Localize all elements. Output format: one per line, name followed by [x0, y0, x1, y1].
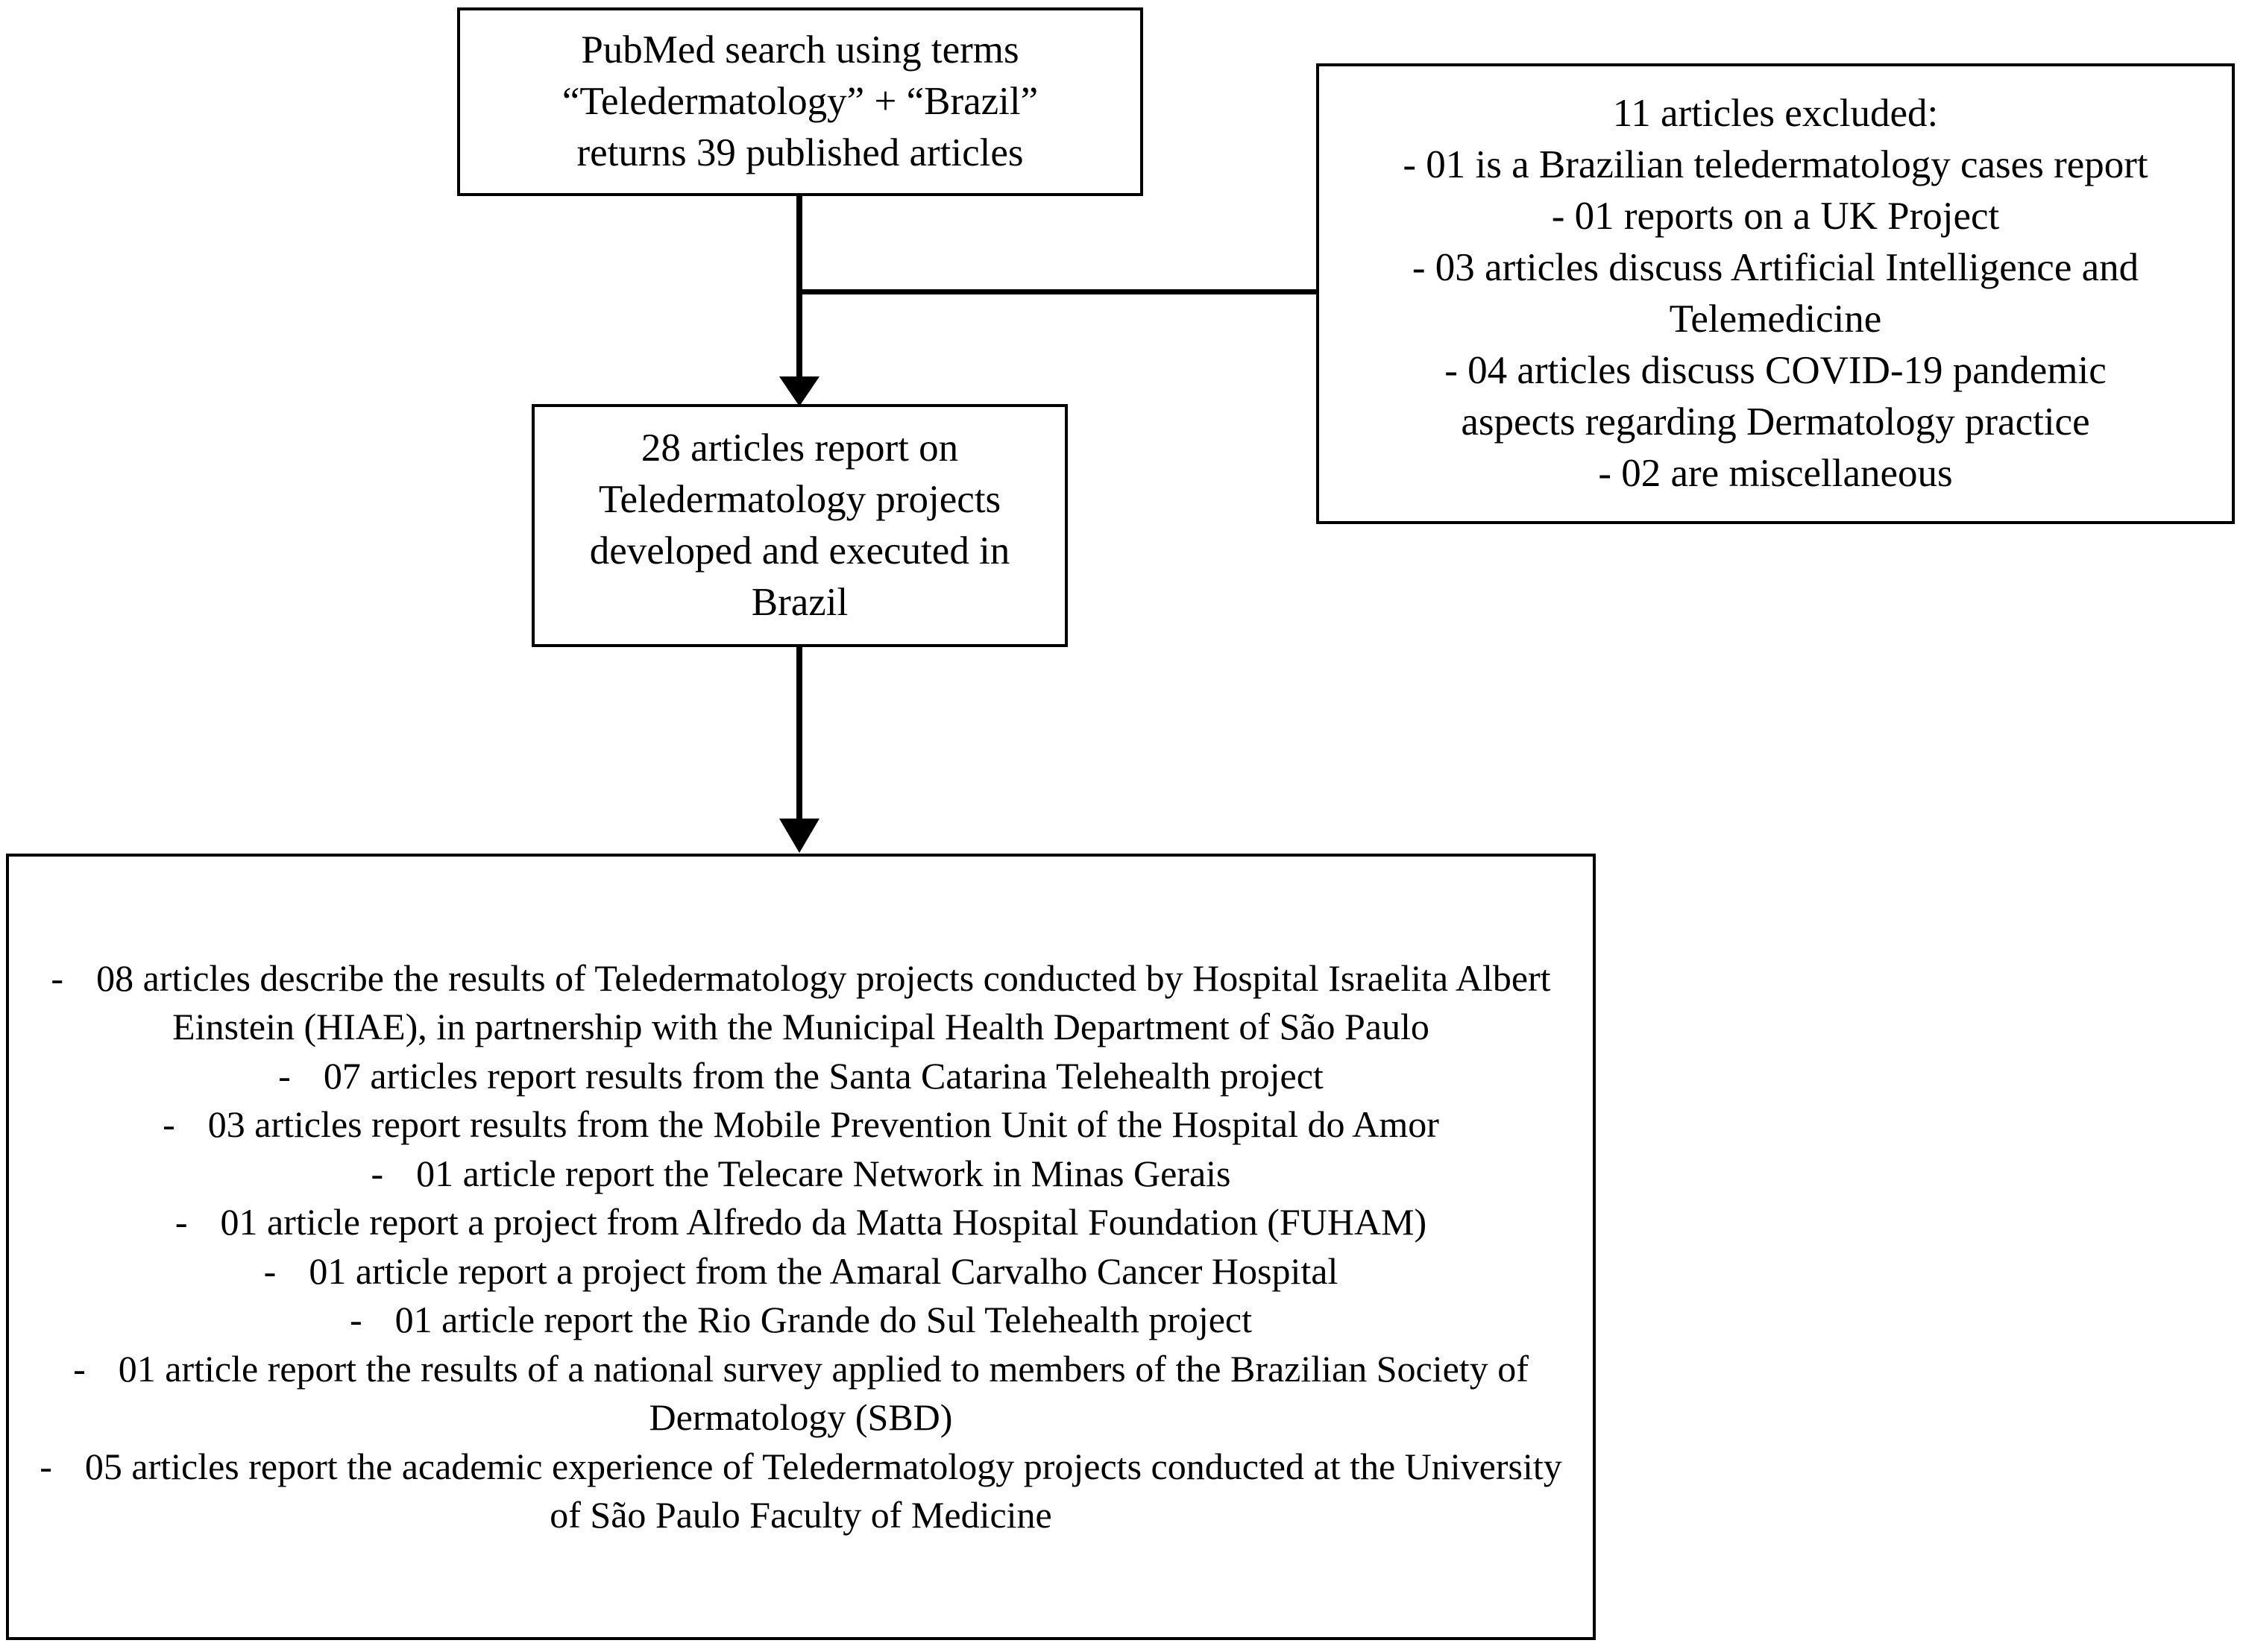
breakdown-item: -05 articles report the academic experie…	[27, 1443, 1575, 1540]
breakdown-item-label: 08 articles describe the results of Tele…	[96, 956, 1561, 1048]
breakdown-item: -01 article report a project from the Am…	[27, 1247, 1575, 1296]
included-line-4: Brazil	[751, 580, 849, 624]
bullet-marker-icon: -	[278, 1054, 291, 1097]
breakdown-item: -01 article report the results of a nati…	[27, 1345, 1575, 1443]
breakdown-item-label: 05 articles report the academic experien…	[84, 1445, 1572, 1536]
arrowhead-to-breakdown-box	[779, 819, 820, 853]
bullet-marker-icon: -	[371, 1152, 384, 1194]
breakdown-item-label: 07 articles report results from the Sant…	[323, 1054, 1324, 1097]
breakdown-list: -08 articles describe the results of Tel…	[27, 954, 1575, 1540]
bullet-marker-icon: -	[349, 1299, 362, 1340]
breakdown-item-label: 01 article report a project from the Ama…	[309, 1249, 1338, 1292]
breakdown-item-label: 01 article report the results of a natio…	[118, 1347, 1538, 1439]
excluded-heading: 11 articles excluded:	[1612, 92, 1939, 136]
excluded-line-2: - 01 reports on a UK Project	[1551, 195, 2000, 239]
arrowhead-to-included-box	[779, 376, 820, 406]
breakdown-item-label: 01 article report the Rio Grande do Sul …	[394, 1299, 1253, 1340]
breakdown-item: -07 articles report results from the San…	[27, 1052, 1575, 1101]
bullet-marker-icon: -	[174, 1201, 188, 1243]
breakdown-item-label: 01 article report the Telecare Network i…	[416, 1152, 1231, 1194]
pubmed-search-box: PubMed search using terms “Teledermatolo…	[457, 7, 1143, 196]
bullet-marker-icon: -	[73, 1347, 86, 1390]
included-line-3: developed and executed in	[589, 529, 1010, 573]
pubmed-search-line-1: PubMed search using terms	[581, 28, 1019, 72]
bullet-marker-icon: -	[263, 1249, 277, 1292]
connector-vertical-included-to-breakdown	[796, 647, 802, 822]
breakdown-item: -01 article report the Rio Grande do Sul…	[27, 1296, 1575, 1345]
bullet-marker-icon: -	[163, 1103, 175, 1145]
breakdown-item: -03 articles report results from the Mob…	[27, 1100, 1575, 1150]
breakdown-item: -01 article report a project from Alfred…	[27, 1198, 1575, 1247]
breakdown-item: -01 article report the Telecare Network …	[27, 1150, 1575, 1199]
breakdown-item-label: 03 articles report results from the Mobi…	[207, 1103, 1439, 1145]
bullet-marker-icon: -	[51, 956, 64, 999]
project-breakdown-box: -08 articles describe the results of Tel…	[6, 854, 1596, 1640]
excluded-line-4: Telemedicine	[1669, 297, 1882, 341]
pubmed-search-line-3: returns 39 published articles	[576, 130, 1024, 174]
connector-horizontal-to-excluded	[796, 289, 1318, 294]
breakdown-item: -08 articles describe the results of Tel…	[27, 954, 1575, 1052]
excluded-line-7: - 02 are miscellaneous	[1598, 451, 1953, 495]
excluded-articles-box: 11 articles excluded: - 01 is a Brazilia…	[1316, 63, 2235, 524]
excluded-line-3: - 03 articles discuss Artificial Intelli…	[1412, 246, 2139, 290]
pubmed-search-line-2: “Teledermatology” + “Brazil”	[561, 80, 1039, 124]
excluded-line-1: - 01 is a Brazilian teledermatology case…	[1403, 143, 2148, 187]
excluded-line-6: aspects regarding Dermatology practice	[1461, 400, 2090, 444]
breakdown-item-label: 01 article report a project from Alfredo…	[220, 1201, 1427, 1243]
included-line-1: 28 articles report on	[641, 426, 959, 470]
bullet-marker-icon: -	[40, 1445, 52, 1487]
included-line-2: Teledermatology projects	[598, 478, 1001, 522]
excluded-line-5: - 04 articles discuss COVID-19 pandemic	[1444, 348, 2107, 392]
included-articles-box: 28 articles report on Teledermatology pr…	[532, 404, 1068, 647]
